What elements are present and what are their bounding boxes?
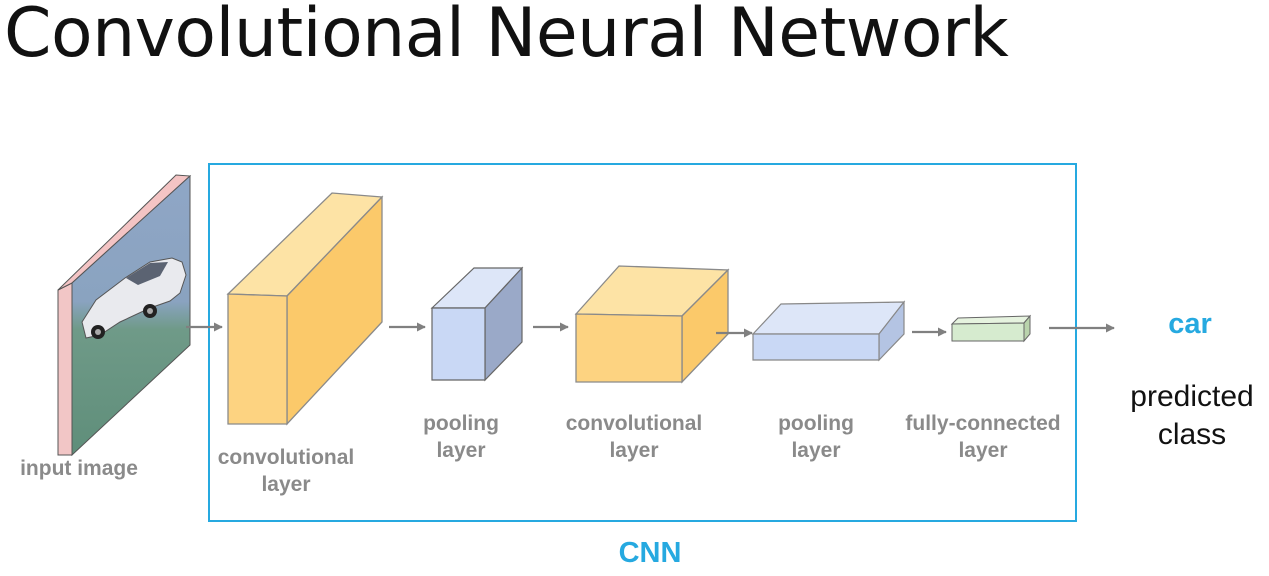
input-image-label: input image bbox=[20, 457, 138, 480]
conv-layer-2-label: convolutional layer bbox=[565, 412, 703, 462]
conv-layer-2-block bbox=[574, 265, 730, 384]
pooling-layer-1-label: pooling layer bbox=[423, 412, 499, 462]
pooling-layer-1-block bbox=[430, 266, 524, 382]
fc-layer-label: fully-connected layer bbox=[905, 412, 1061, 462]
flow-arrows bbox=[186, 322, 1115, 338]
input-image bbox=[57, 174, 192, 457]
input-image-edge bbox=[57, 282, 73, 456]
fc-layer-block bbox=[950, 314, 1032, 343]
conv-layer-1-label: convolutional layer bbox=[217, 446, 355, 496]
page-title: Convolutional Neural Network bbox=[4, 0, 1009, 73]
cnn-container bbox=[208, 163, 1077, 522]
predicted-class-caption: predicted class bbox=[1130, 380, 1254, 451]
pooling-layer-2-label: pooling layer bbox=[778, 412, 854, 462]
conv-layer-1-block bbox=[226, 192, 384, 426]
output-class-label: car bbox=[1168, 308, 1212, 340]
car-photo-icon bbox=[81, 257, 187, 339]
cnn-label: CNN bbox=[618, 537, 682, 569]
pooling-layer-2-block bbox=[751, 300, 906, 362]
